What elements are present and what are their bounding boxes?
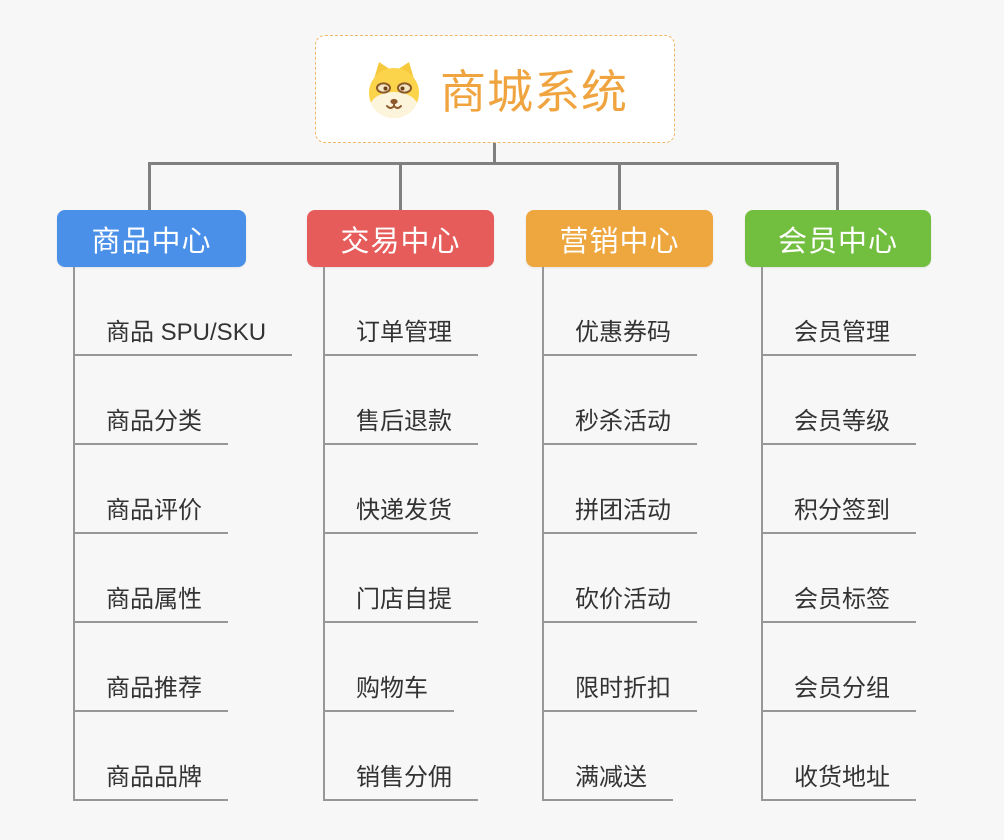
leaf-node[interactable]: 积分签到 (763, 445, 916, 534)
connector-drop (399, 162, 402, 210)
leaf-node[interactable]: 会员分组 (763, 623, 916, 712)
leaf-node[interactable]: 收货地址 (763, 712, 916, 801)
root-node[interactable]: 商城系统 (315, 35, 675, 143)
branch-3: 会员中心会员管理会员等级积分签到会员标签会员分组收货地址 (745, 210, 931, 801)
connector-stem (493, 143, 496, 164)
root-title: 商城系统 (440, 66, 628, 118)
leaf-node[interactable]: 限时折扣 (544, 623, 697, 712)
leaf-node[interactable]: 快递发货 (325, 445, 478, 534)
leaf-node[interactable]: 订单管理 (325, 267, 478, 356)
shiba-dog-icon (362, 57, 426, 121)
branch-1: 交易中心订单管理售后退款快递发货门店自提购物车销售分佣 (307, 210, 494, 801)
branch-2: 营销中心优惠券码秒杀活动拼团活动砍价活动限时折扣满减送 (526, 210, 713, 801)
leaf-node[interactable]: 门店自提 (325, 534, 478, 623)
leaf-node[interactable]: 会员等级 (763, 356, 916, 445)
connector-drop (148, 162, 151, 210)
leaf-node[interactable]: 商品评价 (75, 445, 228, 534)
leaf-node[interactable]: 商品品牌 (75, 712, 228, 801)
branch-node[interactable]: 商品中心 (57, 210, 246, 267)
leaf-node[interactable]: 商品分类 (75, 356, 228, 445)
leaf-node[interactable]: 购物车 (325, 623, 454, 712)
leaf-node[interactable]: 售后退款 (325, 356, 478, 445)
branch-node[interactable]: 会员中心 (745, 210, 931, 267)
branch-node[interactable]: 交易中心 (307, 210, 494, 267)
leaf-node[interactable]: 会员管理 (763, 267, 916, 356)
leaf-node[interactable]: 满减送 (544, 712, 673, 801)
leaf-node[interactable]: 商品 SPU/SKU (75, 267, 293, 356)
leaf-node[interactable]: 商品推荐 (75, 623, 228, 712)
leaf-node[interactable]: 会员标签 (763, 534, 916, 623)
leaf-node[interactable]: 商品属性 (75, 534, 228, 623)
connector-drop (618, 162, 621, 210)
leaf-node[interactable]: 秒杀活动 (544, 356, 697, 445)
leaf-node[interactable]: 砍价活动 (544, 534, 697, 623)
leaf-node[interactable]: 销售分佣 (325, 712, 478, 801)
branch-children: 优惠券码秒杀活动拼团活动砍价活动限时折扣满减送 (542, 267, 713, 801)
connector-bus (149, 162, 839, 165)
branch-node[interactable]: 营销中心 (526, 210, 713, 267)
leaf-node[interactable]: 拼团活动 (544, 445, 697, 534)
leaf-node[interactable]: 优惠券码 (544, 267, 697, 356)
connector-drop (836, 162, 839, 210)
branch-children: 会员管理会员等级积分签到会员标签会员分组收货地址 (761, 267, 931, 801)
branch-children: 订单管理售后退款快递发货门店自提购物车销售分佣 (323, 267, 494, 801)
